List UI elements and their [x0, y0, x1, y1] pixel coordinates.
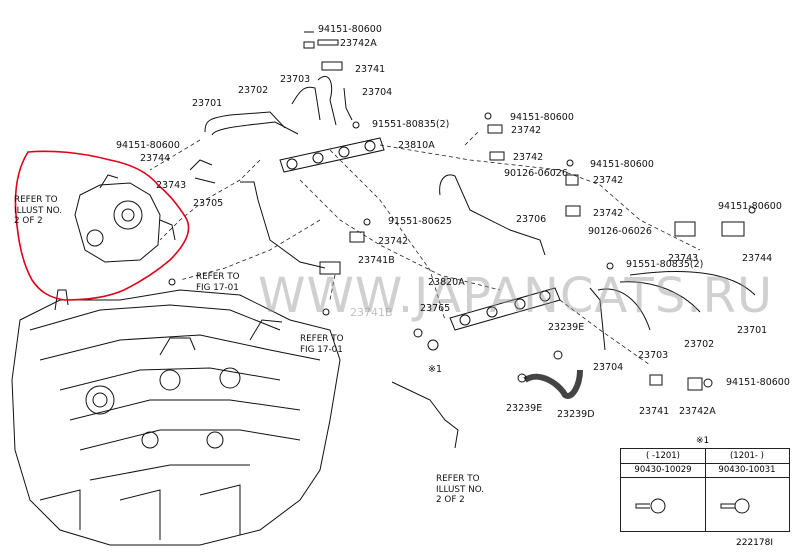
injection-pipes-lower [589, 271, 756, 351]
return-line [391, 381, 459, 449]
part-label[interactable]: 23742 [511, 125, 542, 136]
part-label[interactable]: 23741 [355, 64, 386, 75]
part-label[interactable]: 94151-80600 [318, 24, 382, 35]
part-label[interactable]: 23239E [506, 403, 543, 414]
part-label[interactable]: 23810A [398, 140, 435, 151]
refer-note-illust[interactable]: REFER TO ILLUST NO. 2 OF 2 [436, 474, 485, 505]
part-label[interactable]: 23742A [679, 406, 716, 417]
refer-note-fig[interactable]: REFER TO FIG 17-01 [300, 334, 344, 355]
part-label[interactable]: 23704 [593, 362, 624, 373]
part-label[interactable]: 94151-80600 [726, 377, 790, 388]
part-label[interactable]: 91551-80835(2) [626, 259, 704, 270]
refer-note-illust[interactable]: REFER TO ILLUST NO. 2 OF 2 [14, 195, 63, 226]
pump-highlight-outline [14, 150, 190, 301]
part-label[interactable]: 23742 [593, 208, 624, 219]
part-label[interactable]: 23705 [193, 198, 224, 209]
legend-divider [705, 449, 706, 531]
part-label[interactable]: 94151-80600 [116, 140, 180, 151]
part-label[interactable]: 23743 [156, 180, 187, 191]
part-label[interactable]: 23704 [362, 87, 393, 98]
part-label[interactable]: 23744 [742, 253, 773, 264]
legend-col1-header: ( -1201) [645, 451, 681, 461]
part-label-mark: ※1 [428, 364, 443, 375]
legend-col2-header: (1201- ) [729, 451, 765, 461]
part-label[interactable]: 23744 [140, 153, 171, 164]
watermark: WWW.JAPANCATS.RU [258, 268, 774, 324]
part-label[interactable]: 23239D [557, 409, 595, 420]
part-label[interactable]: 90126-06026 [588, 226, 652, 237]
watermark-sub: 23741B [350, 306, 393, 319]
refer-note-fig[interactable]: REFER TO FIG 17-01 [196, 272, 240, 293]
part-label[interactable]: 90126-06026 [504, 168, 568, 179]
engine-block-illustration [11, 289, 341, 546]
hose-23239D [523, 369, 583, 399]
part-label[interactable]: 23702 [238, 85, 269, 96]
fuel-pump-illustration [74, 174, 176, 263]
part-label[interactable]: 23742 [513, 152, 544, 163]
part-label[interactable]: 94151-80600 [590, 159, 654, 170]
injection-pipes-upper [204, 75, 353, 136]
leader-lines [149, 129, 701, 366]
part-label[interactable]: 23743 [668, 253, 699, 264]
part-label[interactable]: 94151-80600 [718, 201, 782, 212]
part-label[interactable]: 94151-80600 [510, 112, 574, 123]
part-label[interactable]: 23703 [280, 74, 311, 85]
part-label[interactable]: 23741 [639, 406, 670, 417]
legend-col1-part[interactable]: 90430-10029 [634, 465, 692, 475]
part-label[interactable]: 23702 [684, 339, 715, 350]
part-label[interactable]: 23741B [358, 255, 395, 266]
part-label[interactable]: 23765 [420, 303, 451, 314]
legend-col2-part[interactable]: 90430-10031 [718, 465, 776, 475]
part-label[interactable]: 23820A [428, 277, 465, 288]
legend-part-shapes [635, 498, 750, 514]
figure-id: 222178I [736, 538, 774, 548]
part-label[interactable]: 23706 [516, 214, 547, 225]
legend-table: ( -1201) (1201- ) 90430-10029 90430-1003… [620, 448, 790, 532]
pipe-23706 [439, 174, 546, 256]
part-label[interactable]: 23701 [192, 98, 223, 109]
part-label[interactable]: 23239E [548, 322, 585, 333]
pipe-23705 [240, 181, 326, 269]
part-label[interactable]: 23742A [340, 38, 377, 49]
part-label[interactable]: 23742 [593, 175, 624, 186]
legend-mark: ※1 [696, 436, 710, 446]
part-label[interactable]: 91551-80625 [388, 216, 452, 227]
part-label[interactable]: 23703 [638, 350, 669, 361]
part-label[interactable]: 91551-80835(2) [372, 119, 450, 130]
part-label[interactable]: 23701 [737, 325, 768, 336]
fuel-rail-upper [279, 137, 385, 173]
clamps-and-bolts [168, 31, 756, 391]
part-label[interactable]: 23742 [378, 236, 409, 247]
